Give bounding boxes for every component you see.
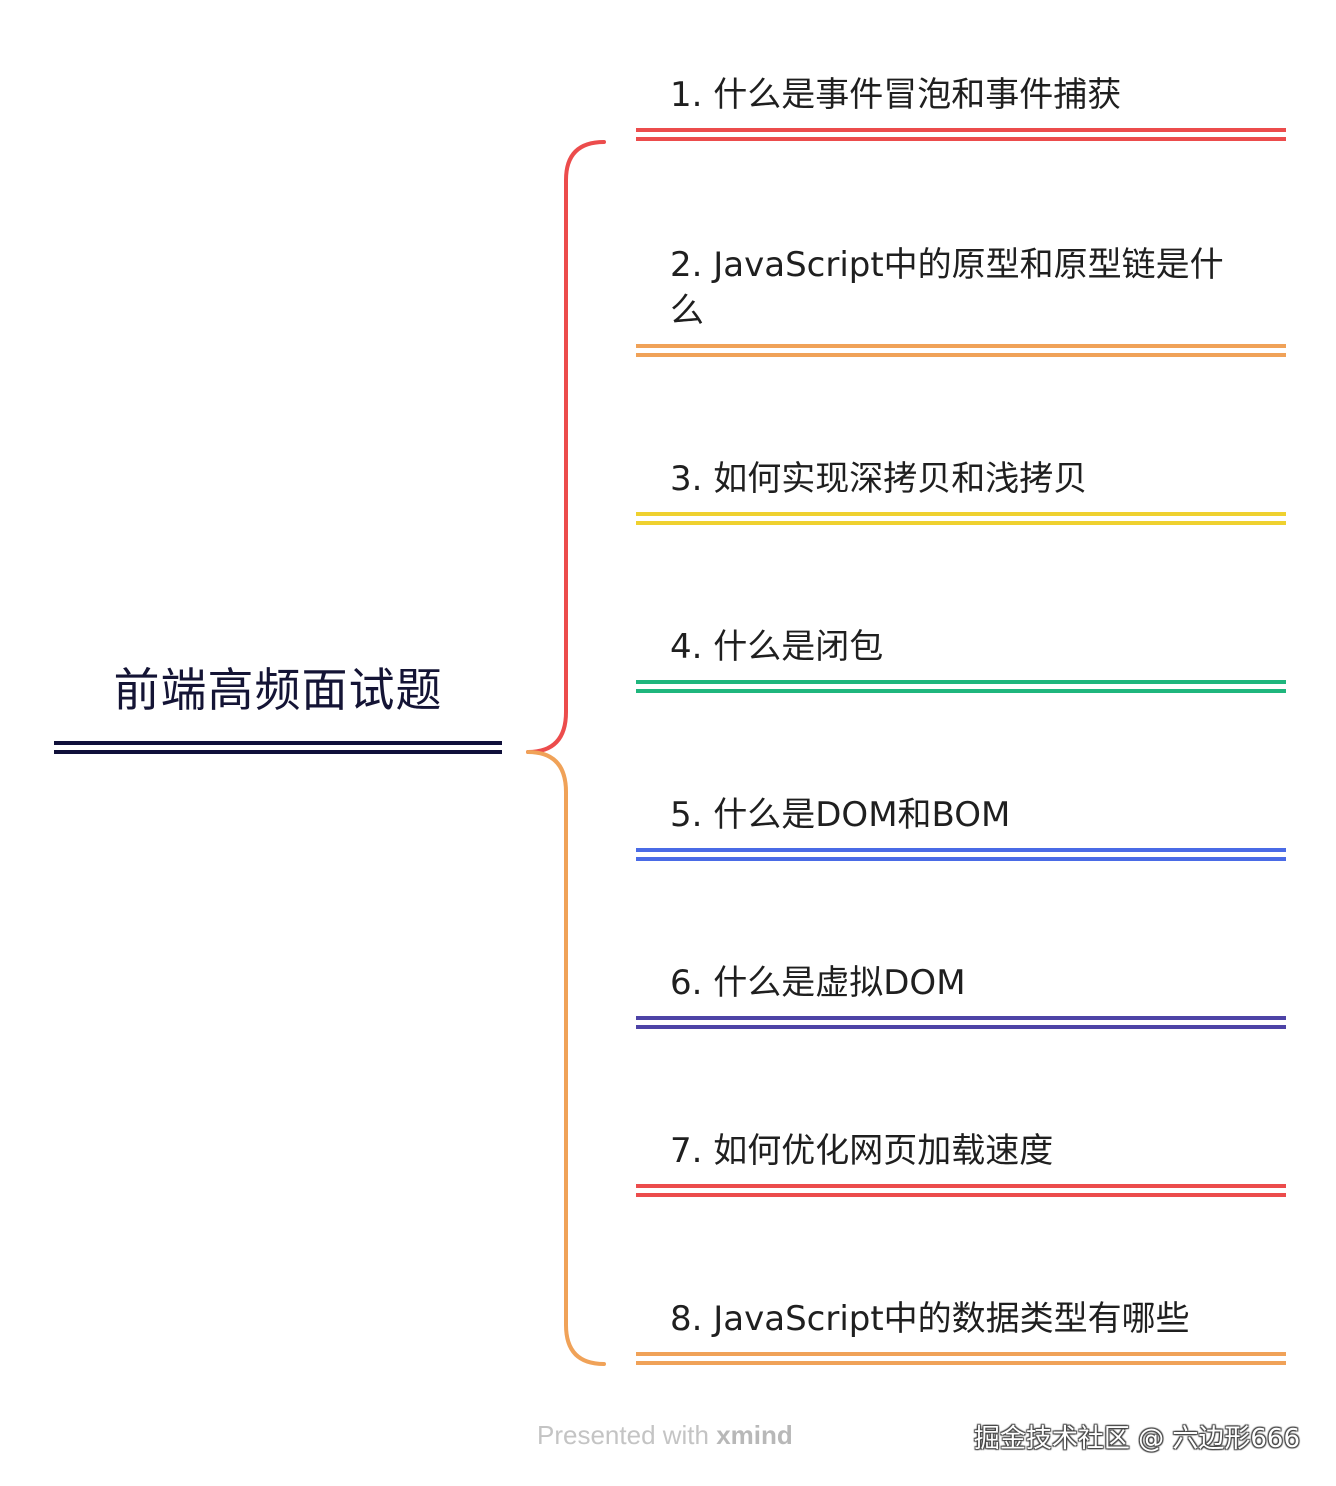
branch-underline	[636, 689, 1286, 693]
branch-topic-2[interactable]: 2. JavaScript中的原型和原型链是什么	[636, 210, 1286, 362]
branch-underline	[636, 1025, 1286, 1029]
branch-underline	[636, 848, 1286, 852]
branch-topic-label: 8. JavaScript中的数据类型有哪些	[670, 1299, 1190, 1339]
branch-underline	[636, 1352, 1286, 1356]
branch-underline	[636, 512, 1286, 516]
branch-topic-4[interactable]: 4. 什么是闭包	[636, 592, 1286, 698]
root-topic-title: 前端高频面试题	[113, 663, 443, 717]
branch-topic-3[interactable]: 3. 如何实现深拷贝和浅拷贝	[636, 424, 1286, 530]
branch-underline	[636, 137, 1286, 141]
branch-underline	[636, 521, 1286, 525]
branch-underline	[636, 857, 1286, 861]
branch-underline	[636, 1016, 1286, 1020]
presented-prefix: Presented with	[537, 1420, 717, 1450]
branch-topic-label: 1. 什么是事件冒泡和事件捕获	[670, 75, 1122, 115]
branch-underline	[636, 128, 1286, 132]
branch-topic-label: 5. 什么是DOM和BOM	[670, 795, 1011, 835]
branch-topic-label: 6. 什么是虚拟DOM	[670, 963, 966, 1003]
watermark: 掘金技术社区 @ 六边形666	[973, 1424, 1300, 1454]
branch-topic-7[interactable]: 7. 如何优化网页加载速度	[636, 1096, 1286, 1202]
branch-underline	[636, 344, 1286, 348]
branch-underline	[636, 1184, 1286, 1188]
branch-topic-5[interactable]: 5. 什么是DOM和BOM	[636, 760, 1286, 866]
branch-topic-label: 7. 如何优化网页加载速度	[670, 1131, 1054, 1171]
branch-topic-label: 3. 如何实现深拷贝和浅拷贝	[670, 459, 1088, 499]
presented-with-xmind: Presented with xmind	[537, 1420, 793, 1451]
xmind-logo: xmind	[716, 1420, 793, 1450]
branch-topic-label: 4. 什么是闭包	[670, 627, 884, 667]
root-topic-underline	[54, 741, 502, 745]
branch-topic-label: 2. JavaScript中的原型和原型链是什么	[670, 245, 1224, 331]
branch-underline	[636, 680, 1286, 684]
branch-underline	[636, 1193, 1286, 1197]
brace-lower-connector	[526, 750, 606, 1366]
brace-upper-connector	[526, 140, 606, 754]
branch-topic-1[interactable]: 1. 什么是事件冒泡和事件捕获	[636, 40, 1286, 146]
branch-underline	[636, 353, 1286, 357]
branch-topic-8[interactable]: 8. JavaScript中的数据类型有哪些	[636, 1264, 1286, 1370]
branch-underline	[636, 1361, 1286, 1365]
branch-topic-6[interactable]: 6. 什么是虚拟DOM	[636, 928, 1286, 1034]
root-topic-underline	[54, 750, 502, 754]
root-topic[interactable]: 前端高频面试题	[54, 640, 502, 760]
